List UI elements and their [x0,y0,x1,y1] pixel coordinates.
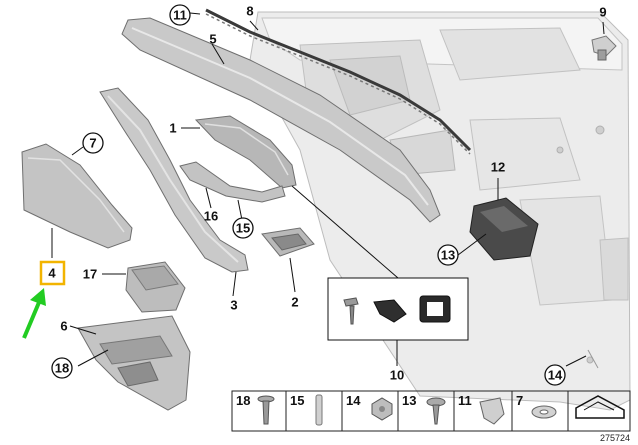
callout-12: 12 [491,160,505,175]
callout-16: 16 [204,209,218,224]
part-4-side-cover [21,143,133,249]
callout-3: 3 [230,298,237,313]
bracket-symbol-icon [575,395,625,419]
callout-6: 6 [60,319,67,334]
part-5-trim-strip [121,17,441,223]
washer-screw-icon [426,397,446,425]
green-arrow [22,288,46,339]
callout-18: 18 [55,361,69,376]
door-panel [249,11,631,411]
callout-5: 5 [209,32,216,47]
part-16-grab-bar [179,161,286,203]
part-1-door-handle [194,115,297,189]
legend-item-11: 11 [458,393,472,408]
legend-item-13: 13 [402,393,416,408]
pin-icon [315,394,323,426]
clip-icon [373,299,407,323]
screw-icon [257,395,275,425]
callouts: 11 7 15 13 18 14 8 5 9 1 12 16 4 17 3 2 … [48,4,607,386]
callout-11: 11 [173,8,187,23]
callout-2: 2 [291,295,298,310]
legend-item-14: 14 [346,393,361,408]
nut-icon [371,397,393,421]
callout-10: 10 [390,368,404,383]
part-2-switch-bezel [261,227,315,257]
callout-15: 15 [236,221,250,236]
callout-13: 13 [441,248,455,263]
callout-4: 4 [48,266,56,281]
leader-lines [51,12,605,367]
callout-14: 14 [548,368,563,383]
callout-9: 9 [599,5,606,20]
callout-7: 7 [89,136,96,151]
legend-strip: 18 15 14 13 11 7 [231,390,631,432]
legend-item-7: 7 [516,393,523,408]
clip-icon [479,397,505,425]
part-8-clip-strip [205,8,472,155]
part-3-armrest-trim [99,87,249,273]
legend-item-15: 15 [290,393,304,408]
part-6-storage-tray [77,315,191,411]
part-17-pocket [125,261,186,313]
highlight-box [39,260,66,286]
grommet-icon [419,295,451,323]
part-12-13-bracket [469,197,539,261]
legend-item-18: 18 [236,393,250,408]
callout-1: 1 [169,121,176,136]
screw-icon [343,297,359,325]
washer-icon [531,405,557,419]
part-10-detail-box [327,277,469,341]
callout-17: 17 [83,267,97,282]
catalog-number: 275724 [600,433,630,443]
part-9-clip [591,35,617,61]
callout-8: 8 [246,4,253,19]
